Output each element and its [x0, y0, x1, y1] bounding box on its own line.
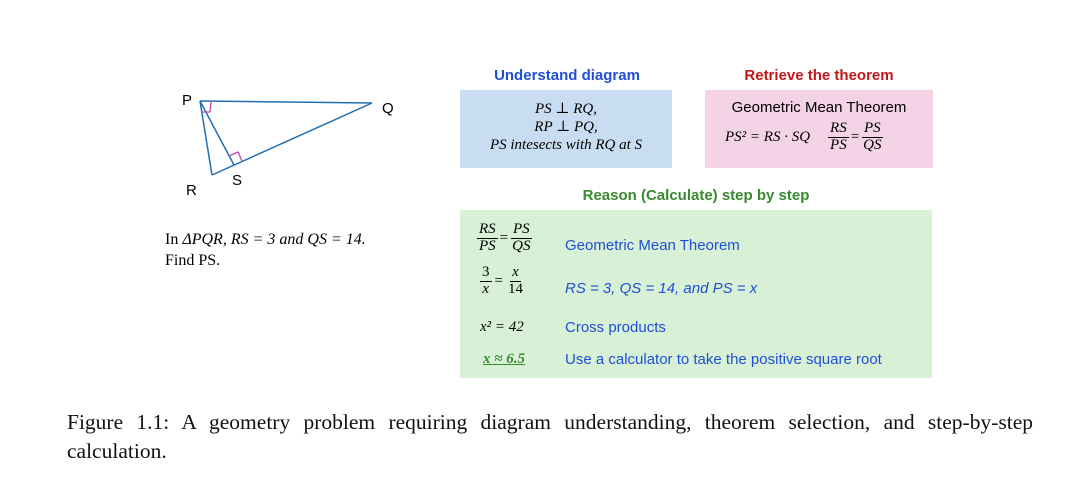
understand-line-1: PS ⊥ RQ,	[534, 101, 597, 117]
problem-line-2: Find PS.	[165, 252, 221, 269]
step-1-frac-a-num: RS	[477, 221, 498, 239]
edge-rp	[199, 100, 213, 176]
reason-step-1-math: RS PS = PS QS	[477, 221, 532, 255]
edge-qr	[211, 102, 373, 176]
retrieve-frac-equals: =	[850, 128, 860, 145]
retrieve-frac-2-den: QS	[863, 136, 882, 153]
retrieve-frac-2: PS QS	[861, 120, 883, 154]
problem-givens: , RS = 3 and QS = 14.	[222, 231, 366, 248]
step-2-frac-a-num: 3	[480, 264, 492, 282]
vertex-label-p: P	[182, 92, 192, 109]
right-angle-p	[201, 101, 212, 113]
step-1-frac-a: RS PS	[477, 221, 498, 255]
step-2-frac-b-den: 14	[507, 280, 523, 297]
step-2-frac-a: 3 x	[480, 264, 492, 298]
step-2-frac-b: x 14	[506, 264, 525, 298]
reason-step-3-math: x² = 42	[480, 319, 524, 335]
edge-pq	[199, 100, 373, 104]
retrieve-heading: Retrieve the theorem	[744, 67, 894, 84]
step-1-equals: =	[499, 229, 509, 246]
step-2-equals: =	[494, 272, 503, 289]
retrieve-box: Geometric Mean Theorem PS² = RS · SQ RS …	[705, 90, 933, 168]
step-1-frac-b-den: QS	[512, 237, 531, 254]
step-1-frac-b: PS QS	[510, 221, 532, 255]
triangle-diagram: P Q R S	[182, 92, 394, 199]
vertex-label-q: Q	[382, 100, 394, 117]
understand-heading: Understand diagram	[494, 67, 640, 84]
vertex-label-s: S	[232, 172, 242, 189]
reason-step-4-answer: x ≈ 6.5	[483, 351, 525, 367]
right-angle-s	[228, 151, 243, 162]
problem-statement: In ΔPQR, RS = 3 and QS = 14. Find PS.	[165, 229, 366, 271]
step-2-frac-b-num: x	[510, 264, 521, 282]
reason-step-2-text: RS = 3, QS = 14, and PS = x	[565, 280, 758, 297]
reason-step-4-text: Use a calculator to take the positive sq…	[565, 351, 882, 368]
problem-triangle: ΔPQR	[182, 231, 223, 248]
retrieve-theorem-name: Geometric Mean Theorem	[731, 99, 907, 116]
retrieve-formula-product: PS² = RS · SQ	[725, 128, 811, 145]
understand-line-2: RP ⊥ PQ,	[534, 119, 598, 135]
reason-box: RS PS = PS QS Geometric Mean Theorem 3 x…	[460, 210, 932, 378]
step-1-frac-b-num: PS	[510, 221, 532, 239]
reason-step-1-text: Geometric Mean Theorem	[565, 237, 740, 254]
retrieve-frac-1-num: RS	[828, 120, 849, 138]
figure-caption: Figure 1.1: A geometry problem requiring…	[67, 410, 1033, 463]
problem-line-1: In ΔPQR, RS = 3 and QS = 14.	[165, 229, 366, 250]
reason-step-3-text: Cross products	[565, 319, 666, 336]
reason-step-2-math: 3 x = x 14	[480, 264, 525, 298]
problem-prefix: In	[165, 231, 183, 248]
understand-box: PS ⊥ RQ, RP ⊥ PQ, PS intesects with RQ a…	[460, 90, 672, 168]
retrieve-frac-1: RS PS	[828, 120, 849, 154]
retrieve-formula: PS² = RS · SQ RS PS = PS QS	[725, 120, 884, 154]
reason-heading: Reason (Calculate) step by step	[582, 187, 810, 204]
retrieve-frac-1-den: PS	[830, 136, 847, 153]
step-2-frac-a-den: x	[482, 280, 490, 297]
retrieve-frac-2-num: PS	[862, 120, 883, 138]
step-1-frac-a-den: PS	[479, 237, 496, 254]
understand-line-3: PS intesects with RQ at S	[489, 137, 643, 153]
vertex-label-r: R	[186, 182, 197, 199]
